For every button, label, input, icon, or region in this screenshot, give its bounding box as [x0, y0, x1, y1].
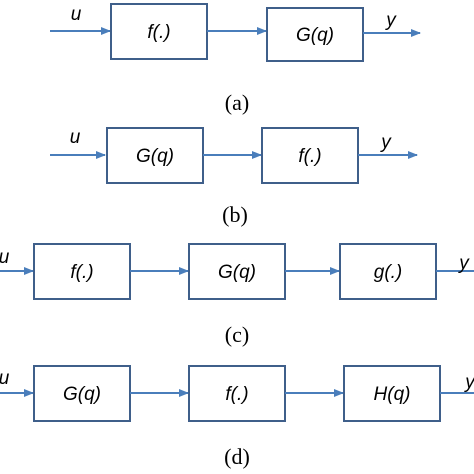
- block-a-2-label: G(q): [296, 25, 334, 46]
- block-c-1: [33, 243, 131, 300]
- input-label-d: u: [0, 368, 10, 389]
- block-c-2: [188, 243, 286, 300]
- input-label-a: u: [71, 4, 82, 25]
- block-b-2-label: f(.): [298, 146, 321, 167]
- panel-caption-d: (d): [224, 444, 250, 469]
- panel-caption-a: (a): [225, 90, 249, 115]
- output-label-d: y: [463, 372, 474, 393]
- panel-d: u G(q) f(.) H(q) y (d): [0, 365, 474, 469]
- block-c-3: [339, 243, 437, 300]
- panel-caption-c: (c): [225, 322, 249, 347]
- block-b-1: [106, 127, 204, 184]
- panel-a: u f(.) G(q) y (a): [50, 3, 421, 115]
- block-d-1-label: G(q): [63, 384, 101, 405]
- input-label-b: u: [70, 127, 81, 148]
- block-c-3-label: g(.): [374, 262, 403, 283]
- panel-caption-b: (b): [222, 202, 248, 227]
- output-label-c: y: [457, 253, 470, 274]
- panel-b: u G(q) f(.) y (b): [50, 127, 418, 227]
- block-d-3: [343, 365, 441, 422]
- output-label-a: y: [384, 10, 397, 31]
- block-c-1-label: f(.): [70, 262, 93, 283]
- block-b-1-label: G(q): [136, 146, 174, 167]
- block-a-1-label: f(.): [147, 22, 170, 43]
- block-c-2-label: G(q): [218, 262, 256, 283]
- panel-c: u f(.) G(q) g(.) y (c): [0, 243, 474, 347]
- output-label-b: y: [379, 132, 392, 153]
- block-d-2-label: f(.): [225, 384, 248, 405]
- input-label-c: u: [0, 247, 10, 268]
- block-d-3-label: H(q): [374, 384, 411, 405]
- block-a-2: [266, 7, 364, 62]
- block-d-2: [188, 365, 286, 422]
